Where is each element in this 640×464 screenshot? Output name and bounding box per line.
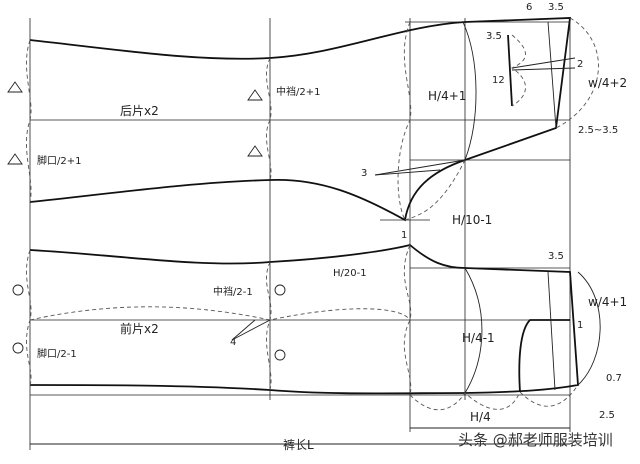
- dim-3-5-top: 3.5: [548, 2, 564, 13]
- dim-2-5: 2.5: [599, 410, 615, 421]
- front-piece-label: 前片x2: [120, 321, 159, 336]
- dim-3-5-front: 3.5: [548, 251, 564, 262]
- front-hem-label: 脚口/2-1: [37, 347, 77, 360]
- dim-3: 3: [361, 168, 367, 179]
- front-piece-outline: [26, 244, 601, 411]
- back-hem-label: 脚口/2+1: [37, 154, 81, 167]
- dim-1-front: 1: [577, 320, 583, 331]
- dim-1-crotch: 1: [401, 230, 407, 241]
- notch-markers: [7, 81, 286, 361]
- dim-4: 4: [230, 337, 236, 348]
- back-knee-label: 中裆/2+1: [276, 85, 320, 98]
- length-dimension-label: 裤长L: [283, 438, 314, 452]
- dim-0-7: 0.7: [606, 373, 622, 384]
- dim-2-5-3-5: 2.5~3.5: [578, 125, 618, 136]
- dim-2: 2: [577, 59, 583, 70]
- front-knee-label: 中裆/2-1: [213, 285, 253, 298]
- back-crotch-label: H/10-1: [452, 213, 492, 227]
- dim-12: 12: [492, 75, 505, 86]
- dim-3-5-dart: 3.5: [486, 31, 502, 42]
- back-piece-label: 后片x2: [120, 104, 159, 118]
- back-hip-label: H/4+1: [428, 89, 466, 103]
- back-piece-outline: [26, 17, 599, 222]
- front-crotch-label: H/20-1: [333, 268, 367, 279]
- front-hip-label: H/4-1: [462, 331, 495, 345]
- dim-6: 6: [526, 2, 532, 13]
- front-waist-label: w/4+1: [588, 295, 627, 309]
- watermark: 头条 @郝老师服装培训: [458, 431, 613, 449]
- hip-dimension-label: H/4: [470, 410, 491, 424]
- back-waist-label: w/4+2: [588, 76, 627, 90]
